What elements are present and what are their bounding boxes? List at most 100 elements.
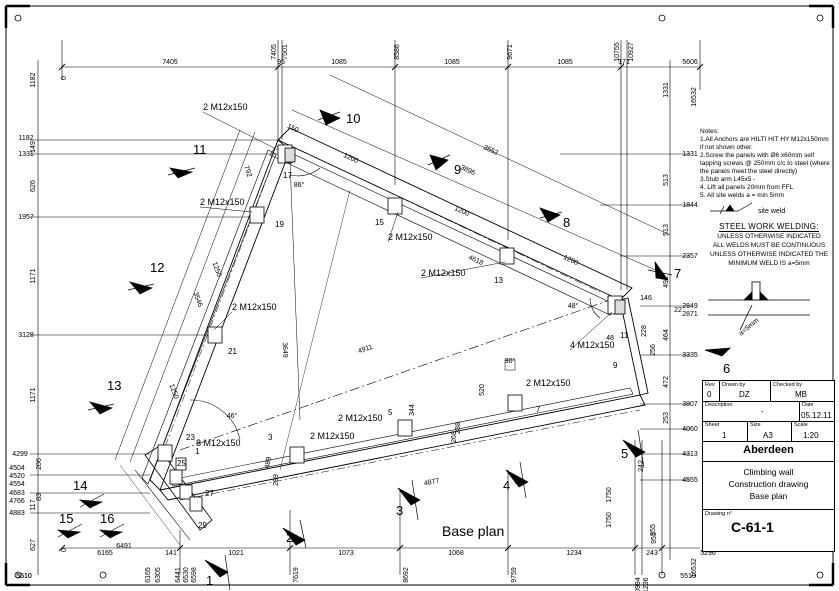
section-mark: 5 (621, 446, 628, 461)
section-mark: 15 (59, 511, 73, 526)
bottom-dim: 1234 (566, 550, 582, 557)
section-arrows (56, 109, 731, 591)
panel-number: 29 (198, 521, 207, 530)
right-dim: 3807 (682, 401, 698, 408)
wall-dim: 4911 (357, 344, 374, 356)
drawn-value: DZ (739, 390, 750, 399)
section-mark: 16 (100, 511, 114, 526)
wall-dim: 150 (286, 123, 300, 134)
welding-line: MINIMUM WELD IS a=5mm (728, 260, 810, 267)
wall-dim: 3896 (459, 164, 476, 177)
left-dim: 83 (36, 493, 43, 501)
sheet-border (5, 5, 834, 586)
right-dim: 955 (650, 524, 657, 536)
top-dim: 8586 (394, 44, 401, 60)
left-dim: 117 (30, 499, 37, 510)
wall-dim: 1200 (453, 205, 470, 218)
left-dim: 206 (36, 458, 43, 470)
section-mark: 3 (396, 503, 403, 518)
rev-label: Rev (705, 382, 715, 388)
section-mark: 11 (193, 142, 207, 157)
bottom-dim: 6165 (97, 550, 113, 557)
wall-outline (114, 74, 671, 546)
panel-number: 17 (283, 171, 292, 180)
wall-dim: 86° (294, 181, 305, 189)
left-dim: 4504 (9, 465, 25, 472)
right-dim: 2871 (682, 311, 698, 318)
section-mark: 2 (286, 530, 293, 545)
section-mark: 14 (73, 478, 87, 493)
anchor-label: 2 M12x150 (338, 413, 383, 423)
description-value: - (761, 407, 764, 416)
wall-dim: 268 (451, 431, 458, 443)
welding-line: UNLESS OTHERWISE INDICATED (717, 233, 821, 240)
wall-dim: 3649 (281, 342, 289, 358)
panel-number: 15 (375, 218, 384, 227)
top-dim: 7405 (162, 59, 178, 66)
section-mark: 4 (503, 478, 510, 493)
panel-number: 19 (275, 220, 284, 229)
anchor-plates (157, 144, 626, 512)
right-dim: 4060 (682, 426, 698, 433)
notes-block: Notes: 1.All Anchors are HILTI HIT HY M1… (700, 128, 832, 200)
wall-dim: 4618 (467, 254, 484, 267)
wall-dim: 46° (227, 412, 238, 420)
anchor-label: 4 M12x150 (570, 340, 615, 350)
panel-number: 27 (205, 489, 214, 498)
top-dim: 7501 (282, 44, 289, 60)
wall-dim: 48° (568, 302, 579, 310)
right-dim: 4313 (682, 451, 698, 458)
bottom-dim: 6598 (191, 567, 198, 583)
wall-dim: 90° (505, 357, 516, 365)
sheet-label: Sheet (705, 422, 720, 428)
wall-dim: 256 (650, 344, 657, 356)
bottom-dim: 955 (651, 532, 658, 544)
right-dim: 2849 (682, 303, 698, 310)
wall-dim: 520 (479, 384, 486, 396)
bottom-dim: 7619 (293, 567, 300, 583)
bottom-dim: 1068 (448, 550, 464, 557)
left-dim: 4554 (9, 481, 25, 488)
welding-line: ALL WELDS MUST BE CONTINUOUS (712, 242, 826, 249)
scale-label: Scale (794, 422, 808, 428)
right-dim: 1750 (606, 487, 613, 503)
top-dim-0: 0 (61, 76, 68, 80)
bottom-dim: 0 (61, 548, 68, 552)
right-dim: 472 (663, 376, 670, 388)
note-item: 3.Stub arm L45x5 - (700, 176, 756, 183)
section-mark: 1 (206, 573, 213, 588)
left-dim: 4299 (12, 451, 28, 458)
wall-dim: 792 (242, 165, 253, 178)
wall-dim: 3552 (482, 144, 499, 157)
section-mark: 9 (454, 162, 461, 177)
bottom-dim: 1073 (338, 550, 354, 557)
title-line: Base plan (749, 491, 788, 501)
checked-value: MB (795, 390, 807, 399)
welding-line: UNLESS OTHERWISE INDICATED THE (709, 251, 829, 258)
description-label: Description (705, 402, 733, 408)
wall-dim: 1250 (167, 383, 179, 400)
anchor-label: 2 M12x150 (232, 302, 277, 312)
wall-dim: 1200 (562, 254, 579, 267)
section-mark: 8 (563, 215, 570, 230)
panel-number: 7 (536, 405, 541, 414)
panel-number: 11 (620, 331, 629, 340)
bottom-dim: 8692 (403, 567, 410, 583)
welding-title: STEEL WORK WELDING: (719, 222, 819, 232)
anchor-label: 2 M12x150 (200, 197, 245, 207)
right-dim: 513 (663, 224, 670, 236)
anchor-label: 2 M12x150 (203, 102, 248, 112)
panel-number: 23 (186, 433, 195, 442)
left-dim: 1331 (18, 151, 34, 158)
section-mark: 10 (346, 111, 360, 126)
right-dim: 22 (674, 307, 682, 314)
left-dim: 3128 (18, 332, 34, 339)
bottom-dim: 1750 (606, 512, 613, 528)
bottom-dim: 1021 (228, 550, 244, 557)
top-dim: 10927 (628, 42, 635, 62)
left-dim: 1182 (18, 135, 33, 142)
notes-heading: Notes: (700, 128, 719, 135)
wall-dim: 288 (455, 422, 462, 434)
wall-dim: 344 (409, 404, 416, 416)
right-dim: 3335 (682, 352, 698, 359)
